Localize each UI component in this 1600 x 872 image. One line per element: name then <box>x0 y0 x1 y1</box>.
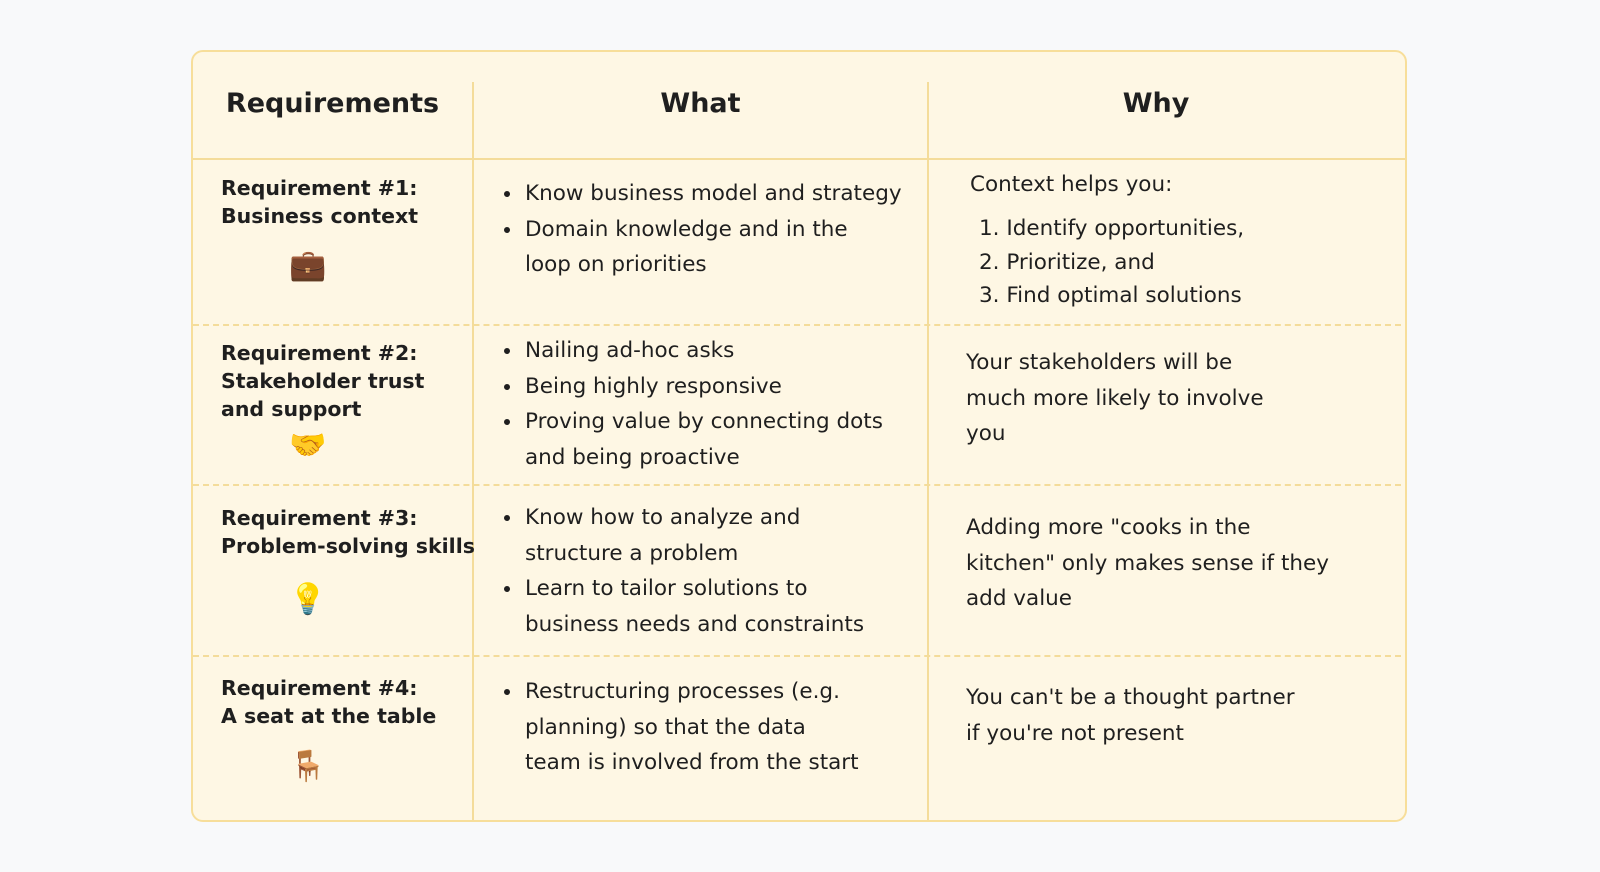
list-item: 3. Find optimal solutions <box>979 283 1242 308</box>
chair-icon: 🪑 <box>289 749 327 784</box>
lightbulb-icon: 💡 <box>289 582 327 617</box>
requirement-4-why: You can't be a thought partner if you're… <box>966 685 1295 746</box>
list-item: Nailing ad-hoc asks <box>504 333 947 369</box>
requirement-1-title: Requirement #1: Business context <box>221 174 481 230</box>
list-item: Know business model and strategy <box>504 176 947 212</box>
list-item: Restructuring processes (e.g. planning) … <box>504 674 865 781</box>
header-what: What <box>660 88 741 119</box>
list-item: Know how to analyze and structure a prob… <box>504 500 825 571</box>
requirement-4-what-list: Restructuring processes (e.g. planning) … <box>504 674 947 781</box>
row-divider <box>193 655 1401 657</box>
requirement-2-title-line1: Requirement #2: <box>221 341 418 365</box>
column-divider <box>472 82 474 820</box>
header-requirements: Requirements <box>225 88 440 119</box>
requirements-table: Requirements What Why Requirement #1: Bu… <box>191 50 1407 822</box>
requirement-3-what-list: Know how to analyze and structure a prob… <box>504 500 947 642</box>
requirement-3-title: Requirement #3: Problem-solving skills <box>221 504 481 560</box>
requirement-1-title-line1: Requirement #1: <box>221 176 418 200</box>
requirement-4-title-line2: A seat at the table <box>221 704 437 728</box>
list-item: 1. Identify opportunities, <box>979 216 1245 241</box>
list-item: 2. Prioritize, and <box>979 249 1155 275</box>
requirement-4-title: Requirement #4: A seat at the table <box>221 674 481 730</box>
list-item: Proving value by connecting dots and bei… <box>504 404 885 475</box>
requirement-1-why-intro: Context helps you: <box>970 172 1173 197</box>
requirement-2-why: Your stakeholders will be much more like… <box>966 350 1264 446</box>
requirement-3-title-line1: Requirement #3: <box>221 506 418 530</box>
row-divider <box>193 484 1401 486</box>
requirement-3-title-line2: Problem-solving skills <box>221 534 475 558</box>
requirement-1-what-list: Know business model and strategy Domain … <box>504 176 947 283</box>
handshake-icon: 🤝 <box>289 428 327 463</box>
requirement-2-what-list: Nailing ad-hoc asks Being highly respons… <box>504 333 947 475</box>
requirement-2-title: Requirement #2: Stakeholder trust and su… <box>221 339 481 423</box>
requirement-1-title-line2: Business context <box>221 204 419 228</box>
list-item: Learn to tailor solutions to business ne… <box>504 571 865 642</box>
briefcase-icon: 💼 <box>289 248 327 283</box>
list-item: Domain knowledge and in the loop on prio… <box>504 212 897 283</box>
header-why: Why <box>1122 88 1190 119</box>
requirement-2-title-line3: and support <box>221 397 362 421</box>
column-divider <box>927 82 929 820</box>
row-divider <box>193 324 1401 326</box>
requirement-3-why: Adding more "cooks in the kitchen" only … <box>966 515 1329 611</box>
header-divider <box>193 158 1405 160</box>
list-item: Being highly responsive <box>504 369 947 405</box>
requirement-1-why-list: 1. Identify opportunities, 2. Prioritize… <box>979 212 1244 313</box>
requirement-4-title-line1: Requirement #4: <box>221 676 418 700</box>
requirement-2-title-line2: Stakeholder trust <box>221 369 425 393</box>
